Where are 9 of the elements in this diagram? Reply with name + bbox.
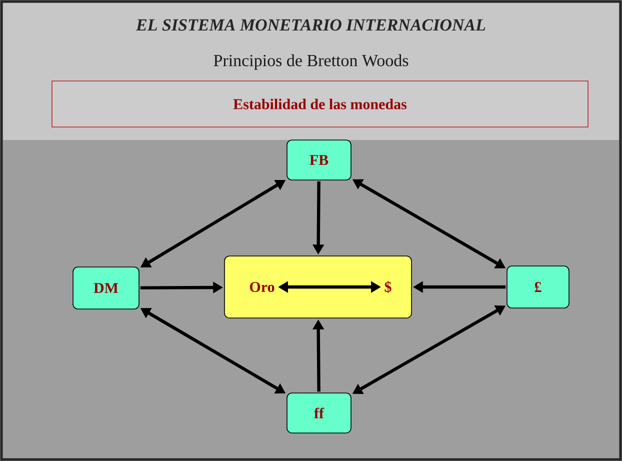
slide-title: EL SISTEMA MONETARIO INTERNACIONAL	[136, 19, 486, 31]
currency-box: ff	[286, 392, 352, 434]
currency-label: Oro	[250, 282, 274, 292]
currency-box: DM	[72, 266, 140, 310]
currency-label: $	[384, 281, 392, 293]
heading-band: Estabilidad de las monedas	[52, 80, 588, 128]
currency-box: FB	[286, 140, 352, 180]
currency-box: £	[506, 266, 570, 308]
center-box	[224, 256, 412, 318]
